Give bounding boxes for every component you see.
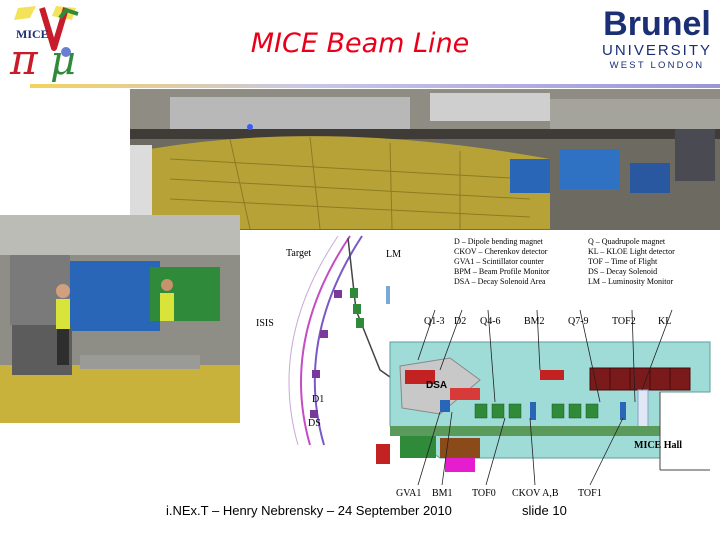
legend-item: DS – Decay Solenoid [588, 267, 657, 276]
label-tof1: TOF1 [578, 488, 602, 499]
label-q13: Q1-3 [424, 316, 445, 327]
label-isis: ISIS [256, 318, 274, 329]
legend-item: D – Dipole bending magnet [454, 237, 544, 246]
label-ckovab: CKOV A,B [512, 488, 559, 499]
label-gva1: GVA1 [396, 488, 421, 499]
brunel-logo-location: WEST LONDON [609, 60, 705, 71]
slide-number: slide 10 [522, 503, 567, 518]
brunel-logo: Brunel UNIVERSITY WEST LONDON [598, 6, 716, 72]
label-lm: LM [386, 249, 401, 260]
brunel-logo-name: Brunel [603, 5, 711, 43]
legend-item: KL – KLOE Light detector [588, 247, 675, 256]
legend-item: BPM – Beam Profile Monitor [454, 267, 550, 276]
legend-item: TOF – Time of Flight [588, 257, 658, 266]
beamline-people-photo [0, 215, 240, 423]
label-ds: DS [308, 418, 321, 429]
brunel-logo-university: UNIVERSITY [601, 42, 712, 59]
header-divider [30, 84, 720, 88]
slide-title: MICE Beam Line [250, 28, 470, 59]
footer-citation: i.NEx.T – Henry Nebrensky – 24 September… [166, 503, 452, 518]
label-q46: Q4-6 [480, 316, 501, 327]
mice-logo-icon: MICE π μ [9, 6, 79, 82]
legend-item: Q – Quadrupole magnet [588, 237, 666, 246]
label-d1: D1 [312, 394, 324, 405]
beamline-schematic: D – Dipole bending magnet CKOV – Cherenk… [240, 230, 720, 500]
legend-item: CKOV – Cherenkov detector [454, 247, 548, 256]
svg-text:MICE: MICE [16, 27, 49, 41]
beam-hall-photo [130, 89, 720, 231]
label-d2: D2 [454, 316, 466, 327]
label-bm2: BM2 [524, 316, 545, 327]
label-tof2: TOF2 [612, 316, 636, 327]
label-target: Target [286, 248, 311, 259]
legend-item: LM – Luminosity Monitor [588, 277, 673, 286]
label-bm1: BM1 [432, 488, 453, 499]
svg-text:π: π [9, 35, 39, 82]
legend-item: DSA – Decay Solenoid Area [454, 277, 546, 286]
label-dsa: DSA [426, 380, 447, 391]
label-tof0: TOF0 [472, 488, 496, 499]
label-q79: Q7-9 [568, 316, 589, 327]
label-kl: KL [658, 316, 671, 327]
label-mice-hall: MICE Hall [634, 440, 682, 451]
svg-text:μ: μ [50, 38, 76, 82]
legend-item: GVA1 – Scintillator counter [454, 257, 544, 266]
